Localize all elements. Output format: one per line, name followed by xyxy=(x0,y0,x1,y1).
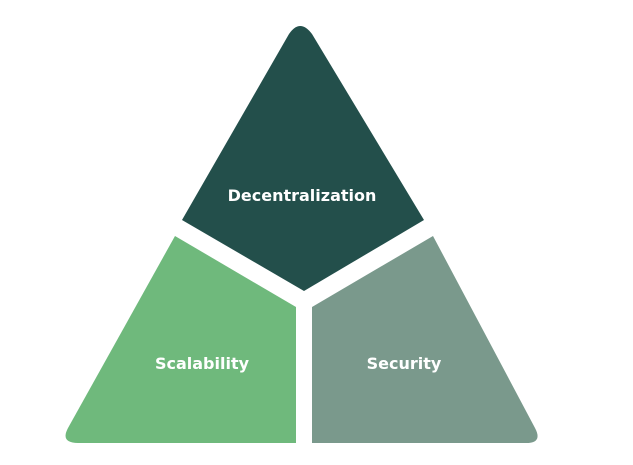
label-security: Security xyxy=(367,354,442,373)
segment-scalability xyxy=(65,236,297,443)
label-scalability: Scalability xyxy=(155,354,250,373)
segment-security xyxy=(312,236,538,443)
label-decentralization: Decentralization xyxy=(228,186,377,205)
segment-decentralization xyxy=(182,26,424,291)
